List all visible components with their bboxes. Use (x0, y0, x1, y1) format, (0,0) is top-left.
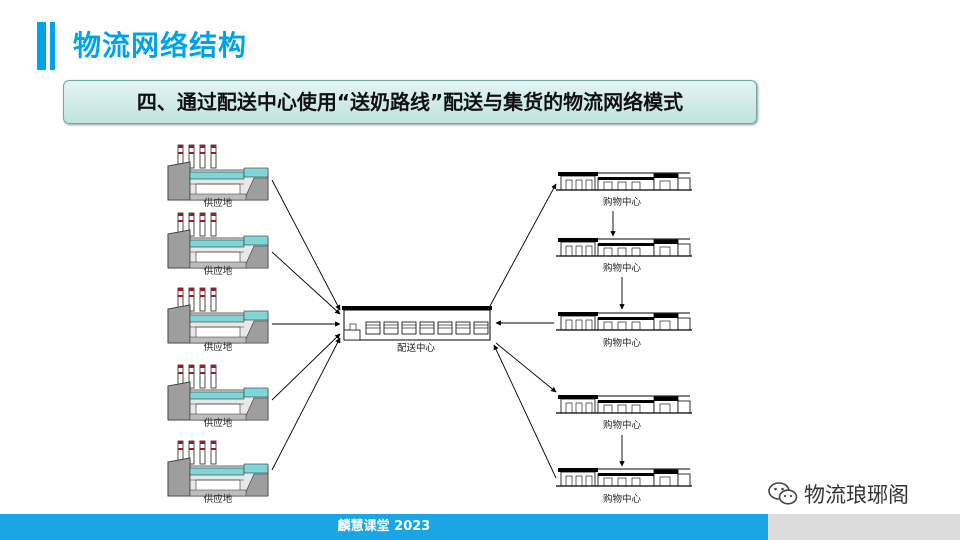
supplier-3: 供应地 (167, 287, 269, 353)
watermark: 物流琅琊阁 (768, 476, 909, 512)
watermark-text: 物流琅琊阁 (804, 483, 909, 507)
title-accent-bars (37, 22, 59, 70)
supplier-5: 供应地 (167, 440, 269, 505)
shop-label: 购物中心 (603, 337, 642, 349)
outbound-arrows (489, 183, 625, 479)
supplier-label: 供应地 (204, 265, 233, 277)
shop-label: 购物中心 (603, 196, 642, 208)
shop-4: 购物中心 (555, 394, 693, 431)
arrow-supplier-4 (271, 333, 341, 401)
shop-1: 购物中心 (555, 171, 693, 208)
inbound-arrows (271, 179, 341, 471)
footer-right-panel (768, 514, 960, 540)
supplier-1: 供应地 (167, 144, 269, 209)
supplier-label: 供应地 (204, 341, 233, 353)
arrow-supplier-5 (271, 337, 341, 471)
subtitle-banner: 四、通过配送中心使用“送奶路线”配送与集货的物流网络模式 (63, 80, 757, 124)
subtitle-text: 四、通过配送中心使用“送奶路线”配送与集货的物流网络模式 (136, 90, 684, 114)
arrow-supplier-1 (271, 179, 341, 311)
supplier-2: 供应地 (167, 212, 269, 277)
shop-5: 购物中心 (555, 467, 693, 505)
supplier-4: 供应地 (167, 364, 269, 429)
distribution-center: 配送中心 (342, 306, 492, 354)
footer-bar (0, 514, 768, 540)
page-title: 物流网络结构 (73, 29, 248, 62)
arrow-supplier-2 (271, 251, 341, 315)
arrow-shop-5-to-center (493, 344, 557, 479)
shop-3: 购物中心 (555, 311, 693, 349)
center-label: 配送中心 (397, 342, 436, 354)
shop-label: 购物中心 (603, 493, 642, 505)
supplier-label: 供应地 (204, 197, 233, 209)
wechat-icon (768, 482, 798, 505)
arrow-center-to-shop-1 (489, 183, 557, 307)
footer-text: 麟慧课堂 2023 (337, 519, 431, 534)
shop-label: 购物中心 (603, 419, 642, 431)
supplier-label: 供应地 (204, 493, 233, 505)
arrow-center-to-shop-4 (495, 342, 557, 393)
shop-2: 购物中心 (555, 237, 693, 274)
shop-label: 购物中心 (603, 262, 642, 274)
supplier-label: 供应地 (204, 417, 233, 429)
